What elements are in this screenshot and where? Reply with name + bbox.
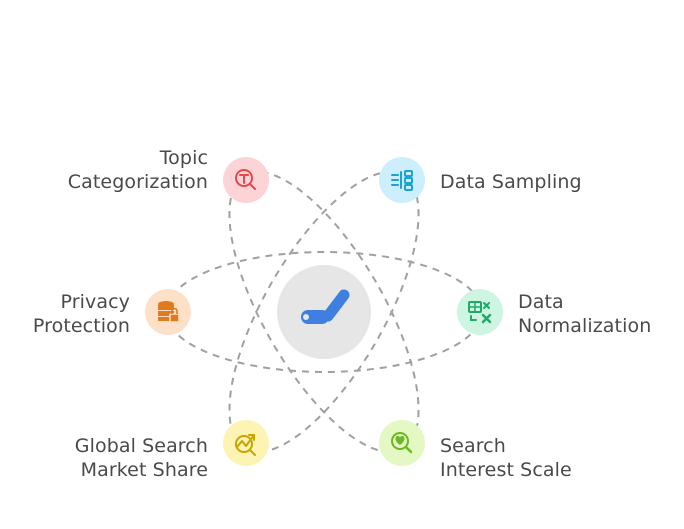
topic-search-icon xyxy=(235,169,256,190)
label-line: Protection xyxy=(32,315,130,337)
node-search-interest-scale xyxy=(379,420,425,466)
label-line: Topic xyxy=(159,147,208,169)
label-line: Data Sampling xyxy=(440,171,582,193)
label-global-search-market-share: Global Search Market Share xyxy=(75,434,208,482)
label-topic-categorization: Topic Categorization xyxy=(68,146,208,194)
label-line: Normalization xyxy=(518,315,652,337)
center-hub xyxy=(277,265,371,359)
label-line: Market Share xyxy=(80,459,208,481)
label-line: Interest Scale xyxy=(440,459,572,481)
label-line: Data xyxy=(518,291,564,313)
table-transform-icon xyxy=(468,301,492,324)
database-lock-icon xyxy=(158,301,180,323)
heart-search-icon xyxy=(391,432,413,454)
label-line: Search xyxy=(440,435,506,457)
node-topic-categorization xyxy=(223,157,269,203)
label-data-normalization: Data Normalization xyxy=(518,290,651,338)
node-circle xyxy=(223,420,269,466)
trend-chart-icon xyxy=(235,434,256,456)
label-data-sampling: Data Sampling xyxy=(440,170,582,194)
label-line: Global Search xyxy=(74,435,208,457)
label-search-interest-scale: Search Interest Scale xyxy=(440,434,572,482)
label-line: Privacy xyxy=(60,291,130,313)
data-sampling-icon xyxy=(391,170,413,191)
node-data-sampling xyxy=(379,157,425,203)
node-privacy-protection xyxy=(145,289,191,335)
node-global-search-market-share xyxy=(223,420,269,466)
hand-stamp-icon xyxy=(301,289,350,324)
node-circle xyxy=(223,157,269,203)
label-privacy-protection: Privacy Protection xyxy=(33,290,130,338)
label-line: Categorization xyxy=(67,171,208,193)
node-data-normalization xyxy=(457,289,503,335)
